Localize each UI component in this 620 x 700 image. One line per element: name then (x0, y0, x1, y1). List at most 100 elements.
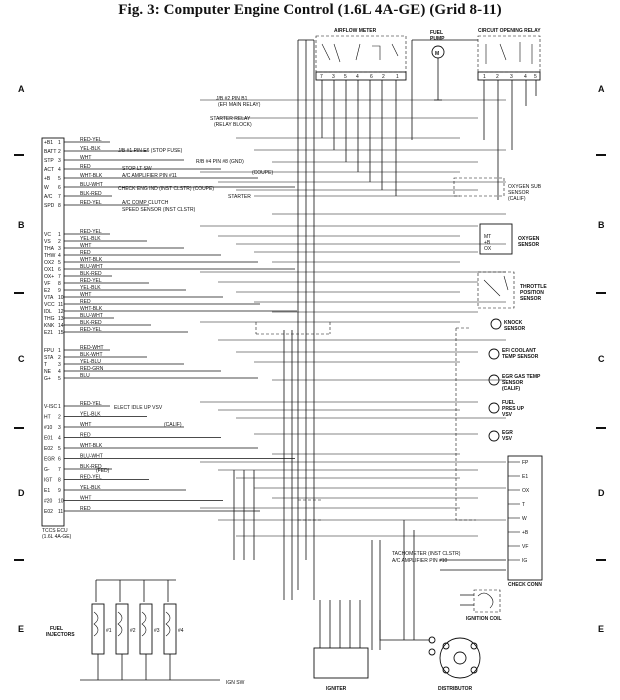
ecu-pin-c-2: T (44, 362, 47, 368)
ecu-pin-num-mid-3: 4 (58, 253, 61, 259)
ecu-pin-num-mid-14: 15 (58, 330, 64, 336)
wire-color-low-3: RED (80, 433, 91, 439)
check-conn-pin-1: E1 (522, 474, 528, 480)
wire-color-mid-10: RED (80, 299, 91, 305)
svg-text:(RELAY BLOCK): (RELAY BLOCK) (214, 122, 252, 128)
ecu-pin-num-mid-9: 10 (58, 295, 64, 301)
wire-color-low-6: BLK-RED (80, 464, 102, 470)
ecu-pin-low-0: V-ISC (44, 404, 57, 410)
horizontal-wires: RED-YELYEL-BLKWHTREDWHT-BLKBLU-WHTBLK-RE… (64, 99, 506, 537)
ecu-pin-low-5: EGR (44, 457, 55, 463)
ecu-pin-low-6: G- (44, 467, 50, 473)
fuel-pump-label-2: PUMP (430, 36, 445, 42)
grid-letter-a-right: A (598, 84, 605, 94)
svg-text:SENSOR: SENSOR (504, 326, 526, 332)
ecu-pin-low-3: E01 (44, 436, 53, 442)
svg-text:R/B #4 PIN #8 (GND): R/B #4 PIN #8 (GND) (196, 159, 244, 165)
airflow-meter: AIRFLOW METER 7 3 5 4 6 2 1 (315, 28, 407, 81)
wire-color-top-3: RED (80, 164, 91, 170)
svg-text:J/B #1 PIN E6 (STOP FUSE): J/B #1 PIN E6 (STOP FUSE) (118, 148, 183, 154)
wire-color-low-0: RED-YEL (80, 401, 102, 407)
oxygen-sensor-label: OXYGEN (518, 236, 540, 242)
ecu-pin-top-6: A/C (44, 194, 53, 200)
svg-text:TEMP SENSOR: TEMP SENSOR (502, 354, 539, 360)
svg-text:(EFI MAIN RELAY): (EFI MAIN RELAY) (218, 102, 261, 108)
ecu-pin-num-top-7: 8 (58, 203, 61, 209)
oxygen-sub-sensor-label: OXYGEN SUB (508, 184, 542, 190)
ecu-pin-low-2: #10 (44, 425, 53, 431)
ecu-pin-num-c-3: 4 (58, 369, 61, 375)
ecu-pin-num-low-2: 3 (58, 425, 61, 431)
airflow-meter-label: AIRFLOW METER (334, 28, 377, 34)
circuit-opening-relay-label: CIRCUIT OPENING RELAY (478, 28, 541, 34)
ecu-pin-c-3: NE (44, 369, 52, 375)
ecu-pin-num-low-8: 9 (58, 488, 61, 494)
svg-text:STOP LT SW: STOP LT SW (122, 166, 152, 172)
grid-letter-e-left: E (18, 624, 24, 634)
svg-text:TACHOMETER (INST CLSTR): TACHOMETER (INST CLSTR) (392, 551, 461, 557)
wire-color-low-4: WHT-BLK (80, 443, 103, 449)
ignition-coil: IGNITION COIL (466, 589, 502, 622)
grid-letter-d-right: D (598, 488, 605, 498)
ecu-pin-mid-10: VCC (44, 302, 55, 308)
right-sensors: OXYGEN SUB SENSOR (CALIF) MT +B OX OXYGE… (453, 177, 547, 442)
wire-color-mid-1: YEL-BLK (80, 236, 101, 242)
ecu-pin-num-top-0: 1 (58, 140, 61, 146)
tps-label: THROTTLE (520, 284, 547, 290)
svg-text:7: 7 (320, 74, 323, 80)
fuel-pump-label-1: FUEL (430, 30, 443, 36)
fuel-injectors: FUEL INJECTORS #1#2#3#4 IGN SW (46, 579, 245, 686)
svg-text:MT: MT (484, 234, 491, 240)
svg-text:IGN SW: IGN SW (226, 680, 245, 686)
ecu-pin-low-9: #20 (44, 499, 53, 505)
svg-text:4: 4 (356, 74, 359, 80)
fuel-injectors-label-2: INJECTORS (46, 632, 75, 638)
ecu-pin-num-c-0: 1 (58, 348, 61, 354)
ecu-label-1: TCCS ECU (42, 528, 68, 534)
wire-color-c-3: RED-GRN (80, 366, 104, 372)
ecu-pin-mid-12: THG (44, 316, 55, 322)
grid-letter-a-left: A (18, 84, 25, 94)
left-labels: J/B #2 PIN B1 (EFI MAIN RELAY) STARTER R… (96, 96, 461, 564)
ecu-pin-mid-3: THW (44, 253, 56, 259)
ecu-pin-mid-7: VF (44, 281, 50, 287)
svg-text:5: 5 (534, 74, 537, 80)
wire-color-low-8: YEL-BLK (80, 485, 101, 491)
ecu-pin-mid-1: VS (44, 239, 51, 245)
ecu-pin-mid-6: OX+ (44, 274, 54, 280)
wire-color-mid-2: WHT (80, 243, 91, 249)
ecu-pin-mid-14: E21 (44, 330, 53, 336)
wire-color-top-7: RED-YEL (80, 200, 102, 206)
ecu-pin-c-4: G+ (44, 376, 51, 382)
check-conn-pin-2: OX (522, 488, 530, 494)
wire-color-top-2: WHT (80, 155, 91, 161)
wire-color-low-1: YEL-BLK (80, 412, 101, 418)
ecu-pin-num-low-4: 5 (58, 446, 61, 452)
svg-text:(CALIF): (CALIF) (508, 196, 526, 202)
grid-letter-b-left: B (18, 220, 25, 230)
wire-color-top-6: BLK-RED (80, 191, 102, 197)
ecu-pin-num-mid-13: 14 (58, 323, 64, 329)
grid-letter-d-left: D (18, 488, 25, 498)
svg-text:1: 1 (396, 74, 399, 80)
wire-color-mid-7: RED-YEL (80, 278, 102, 284)
circuit-opening-relay: CIRCUIT OPENING RELAY 1 2 3 4 5 (477, 28, 541, 81)
wire-color-top-1: YEL-BLK (80, 146, 101, 152)
wire-color-mid-9: WHT (80, 292, 91, 298)
svg-text:(CALIF): (CALIF) (164, 422, 182, 428)
svg-text:OX: OX (484, 246, 492, 252)
injector-label-1: #2 (130, 628, 136, 634)
svg-text:ELECT IDLE UP VSV: ELECT IDLE UP VSV (114, 405, 163, 411)
svg-text:J/B #2 PIN B1: J/B #2 PIN B1 (216, 96, 248, 102)
wire-color-mid-3: RED (80, 250, 91, 256)
svg-text:SENSOR: SENSOR (508, 190, 530, 196)
ecu-pin-num-low-9: 10 (58, 499, 64, 505)
svg-text:3: 3 (332, 74, 335, 80)
ecu-pin-num-mid-8: 9 (58, 288, 61, 294)
wire-color-c-1: BLK-WHT (80, 352, 103, 358)
ecu-pin-num-mid-6: 7 (58, 274, 61, 280)
svg-text:STARTER: STARTER (228, 194, 251, 200)
